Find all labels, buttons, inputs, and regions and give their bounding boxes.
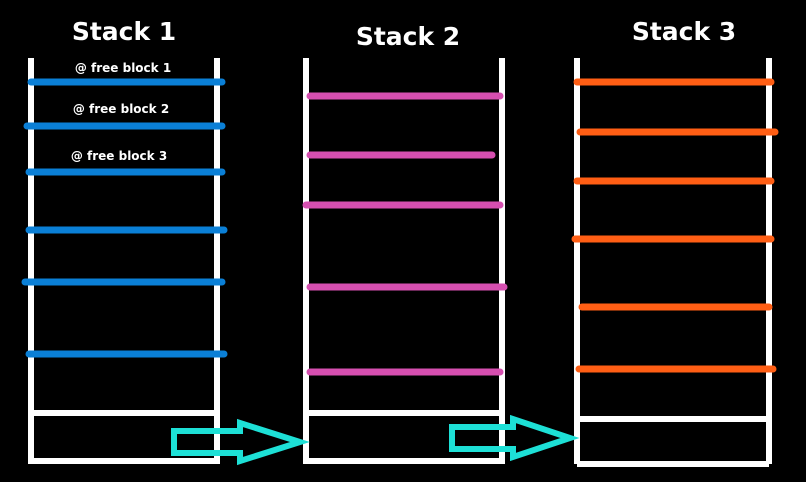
free-block-2-label: @ free block 2 <box>73 102 169 116</box>
stack-1-title: Stack 1 <box>72 17 176 46</box>
stack-3-frame <box>574 58 772 467</box>
stack-3-blocks <box>571 78 779 373</box>
stack-2-blocks <box>302 92 508 376</box>
stack-3-title: Stack 3 <box>632 17 736 46</box>
free-block-1-label: @ free block 1 <box>75 61 171 75</box>
stack-2-frame <box>303 58 505 464</box>
stack-2-title: Stack 2 <box>356 22 460 51</box>
arrow-right-icon <box>171 418 310 466</box>
free-block-3-label: @ free block 3 <box>71 149 167 163</box>
stack-1-blocks <box>21 78 228 358</box>
arrow-right-icon <box>449 414 580 462</box>
